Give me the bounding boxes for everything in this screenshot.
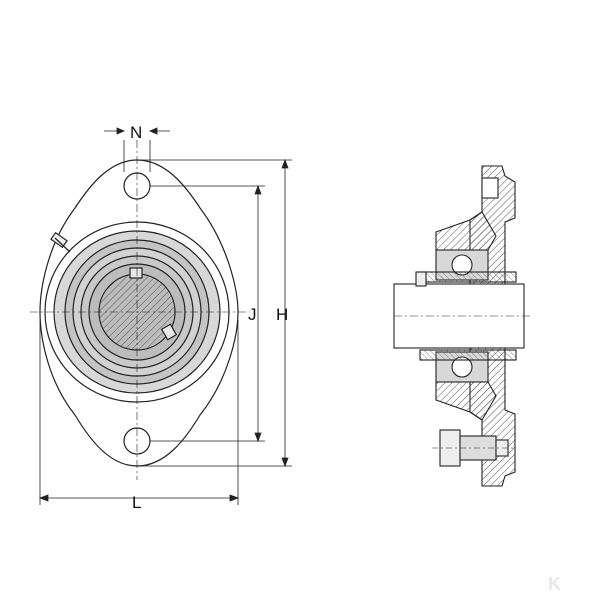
dimension-label-h: H <box>276 305 288 324</box>
set-screw-top <box>129 267 143 279</box>
side-section-view <box>393 165 530 487</box>
dimensions <box>38 127 292 505</box>
mounting-bolt <box>432 429 516 467</box>
front-view <box>30 140 250 480</box>
dimension-label-j: J <box>248 305 257 324</box>
grease-nipple <box>50 231 71 253</box>
dimension-label-n: N <box>130 123 142 142</box>
set-screw-side <box>160 323 178 341</box>
watermark-logo: K <box>548 574 561 594</box>
dimension-label-l: L <box>132 493 141 512</box>
side-set-screw <box>415 271 427 287</box>
svg-text:K: K <box>548 574 561 594</box>
